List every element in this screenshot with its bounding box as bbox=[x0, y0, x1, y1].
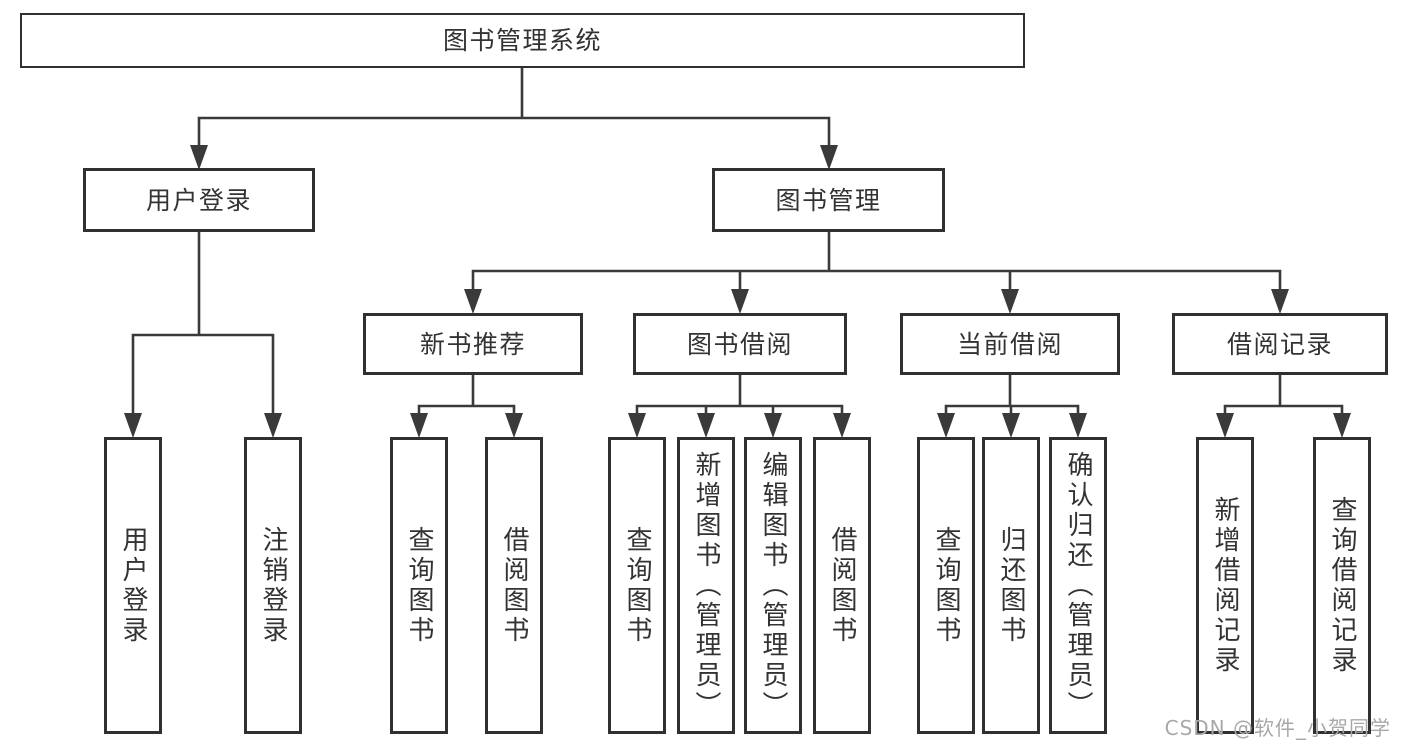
node-label: 新书推荐 bbox=[419, 329, 526, 359]
connector-book-management-to-level3 bbox=[464, 229, 1289, 314]
arrowhead-icon bbox=[764, 413, 782, 438]
node-label: 借阅图书 bbox=[827, 525, 857, 646]
node-label: 查询图书 bbox=[404, 525, 434, 646]
node-label: 查询借阅记录 bbox=[1327, 495, 1357, 676]
node-label: 查询图书 bbox=[622, 525, 652, 646]
connector-borrow-records-to-leaves bbox=[1216, 372, 1351, 438]
leaf-newbook-borrow-books: 借阅图书 bbox=[485, 437, 543, 734]
node-label: 编辑图书（管理员） bbox=[758, 450, 788, 721]
leaf-logout-login: 注销登录 bbox=[244, 437, 302, 734]
node-new-book-recommend: 新书推荐 bbox=[363, 313, 583, 375]
arrowhead-icon bbox=[264, 413, 282, 438]
arrowhead-icon bbox=[1271, 289, 1289, 314]
leaf-current-return-books: 归还图书 bbox=[982, 437, 1040, 734]
connector-user-login-to-leaves bbox=[124, 229, 282, 438]
node-library-management-system: 图书管理系统 bbox=[20, 13, 1025, 68]
node-label: 确认归还（管理员） bbox=[1063, 450, 1093, 721]
node-book-borrowing: 图书借阅 bbox=[633, 313, 847, 375]
node-label: 图书借阅 bbox=[686, 329, 793, 359]
leaf-borrow-query-books: 查询图书 bbox=[608, 437, 666, 734]
node-book-management: 图书管理 bbox=[712, 168, 945, 232]
arrowhead-icon bbox=[820, 145, 838, 170]
node-label: 借阅记录 bbox=[1226, 329, 1333, 359]
arrowhead-icon bbox=[1002, 413, 1020, 438]
arrowhead-icon bbox=[697, 413, 715, 438]
arrowhead-icon bbox=[1216, 413, 1234, 438]
connector-book-borrow-to-leaves bbox=[628, 372, 851, 438]
node-current-borrowing: 当前借阅 bbox=[900, 313, 1120, 375]
node-label: 借阅图书 bbox=[499, 525, 529, 646]
node-user-login-branch: 用户登录 bbox=[83, 168, 315, 232]
arrowhead-icon bbox=[1001, 289, 1019, 314]
node-label: 查询图书 bbox=[931, 525, 961, 646]
node-label: 当前借阅 bbox=[956, 329, 1063, 359]
leaf-borrow-borrow-books: 借阅图书 bbox=[813, 437, 871, 734]
arrowhead-icon bbox=[1069, 413, 1087, 438]
arrowhead-icon bbox=[190, 145, 208, 170]
arrowhead-icon bbox=[1333, 413, 1351, 438]
node-label: 用户登录 bbox=[118, 525, 148, 646]
node-label: 图书管理系统 bbox=[442, 26, 602, 55]
arrowhead-icon bbox=[628, 413, 646, 438]
arrowhead-icon bbox=[410, 413, 428, 438]
connector-new-book-to-leaves bbox=[410, 372, 523, 438]
node-label: 用户登录 bbox=[145, 185, 252, 215]
arrowhead-icon bbox=[464, 289, 482, 314]
leaf-current-confirm-return-admin: 确认归还（管理员） bbox=[1049, 437, 1107, 734]
node-label: 注销登录 bbox=[258, 525, 288, 646]
leaf-records-query-record: 查询借阅记录 bbox=[1313, 437, 1371, 734]
node-label: 归还图书 bbox=[996, 525, 1026, 646]
arrowhead-icon bbox=[833, 413, 851, 438]
arrowhead-icon bbox=[731, 289, 749, 314]
node-label: 新增图书（管理员） bbox=[691, 450, 721, 721]
connector-root-to-level2 bbox=[190, 66, 838, 170]
arrowhead-icon bbox=[937, 413, 955, 438]
leaf-borrow-add-books-admin: 新增图书（管理员） bbox=[677, 437, 735, 734]
node-borrowing-records: 借阅记录 bbox=[1172, 313, 1388, 375]
leaf-current-query-books: 查询图书 bbox=[917, 437, 975, 734]
leaf-borrow-edit-books-admin: 编辑图书（管理员） bbox=[744, 437, 802, 734]
node-label: 新增借阅记录 bbox=[1210, 495, 1240, 676]
leaf-newbook-query-books: 查询图书 bbox=[390, 437, 448, 734]
node-label: 图书管理 bbox=[775, 185, 882, 215]
leaf-records-add-record: 新增借阅记录 bbox=[1196, 437, 1254, 734]
arrowhead-icon bbox=[124, 413, 142, 438]
leaf-user-login: 用户登录 bbox=[104, 437, 162, 734]
connector-current-borrow-to-leaves bbox=[937, 372, 1087, 438]
arrowhead-icon bbox=[505, 413, 523, 438]
csdn-watermark: CSDN @软件_小贺同学 bbox=[1164, 716, 1391, 740]
